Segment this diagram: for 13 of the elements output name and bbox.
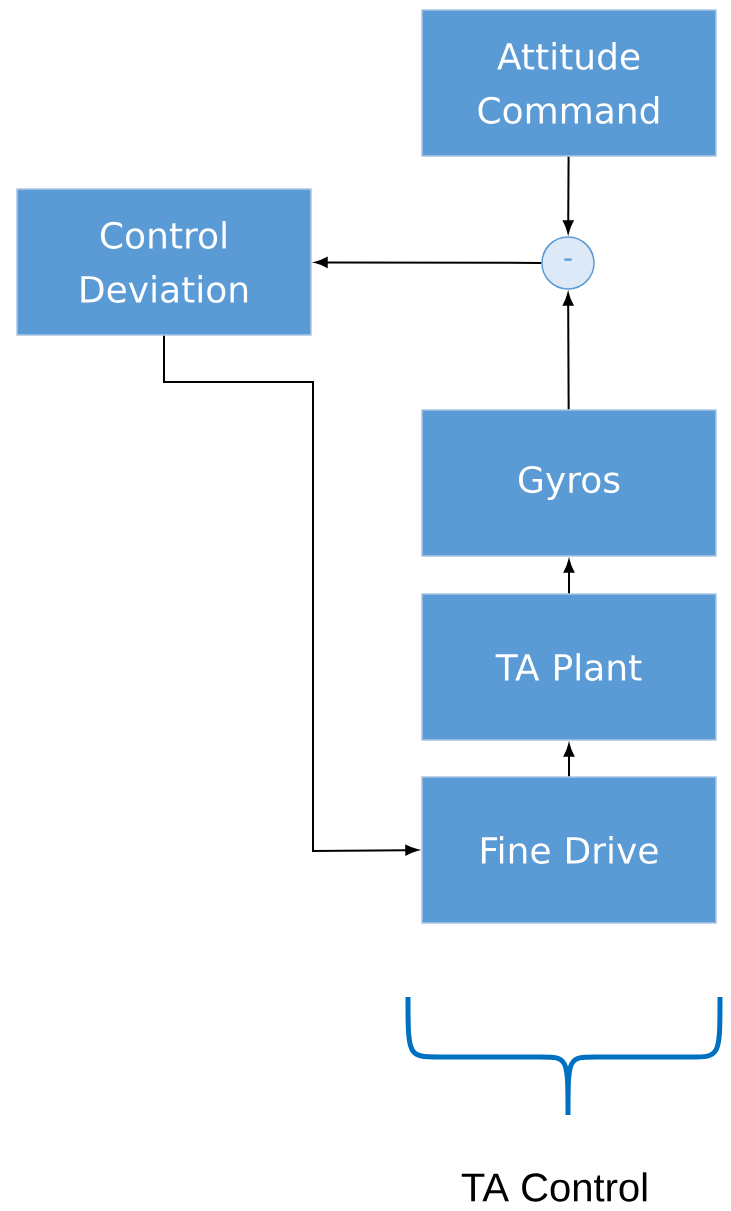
process-box: Control Deviation <box>16 188 312 336</box>
process-box: Attitude Command <box>421 9 717 157</box>
arrow <box>314 257 543 268</box>
arrow <box>163 334 419 856</box>
process-box: Gyros <box>421 409 717 557</box>
arrow <box>563 559 575 595</box>
process-box: TA Plant <box>421 593 717 741</box>
summing-junction: - <box>541 236 595 290</box>
arrow <box>563 743 575 778</box>
arrow <box>562 292 574 411</box>
bracket-label: TA Control <box>461 1172 647 1202</box>
arrow <box>562 155 574 234</box>
process-box: Fine Drive <box>421 776 717 924</box>
